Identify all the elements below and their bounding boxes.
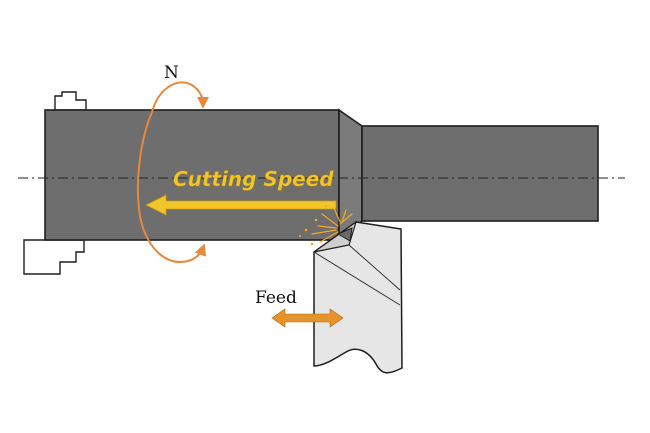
cutting-tool-insert xyxy=(336,227,353,242)
cutting-tool-face xyxy=(313,220,358,253)
cutting-tool-body xyxy=(313,221,403,374)
cutting-tool-edge-2 xyxy=(348,244,401,291)
cutting-tool-edge-1 xyxy=(313,251,401,306)
cutting-speed-arrow xyxy=(145,194,337,216)
cutting-speed-label: Cutting Speed xyxy=(173,167,334,191)
feed-arrow xyxy=(271,308,344,328)
workpiece-large-section xyxy=(44,109,340,241)
rotation-arrow-top xyxy=(151,81,209,113)
spark-burst xyxy=(298,204,353,246)
workpiece-small-section xyxy=(361,125,599,222)
chuck-jaw-bottom xyxy=(23,239,85,275)
rotation-arrow-front xyxy=(136,111,207,264)
rotation-label: N xyxy=(164,63,179,83)
feed-label: Feed xyxy=(255,288,297,308)
chuck-jaw-top xyxy=(54,91,87,111)
